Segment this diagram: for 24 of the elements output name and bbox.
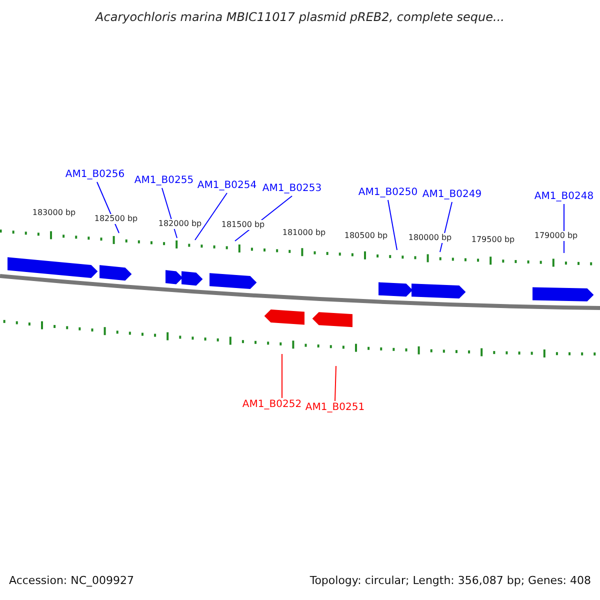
tick-label: 181500 bp xyxy=(221,220,265,230)
gene-label: AM1_B0252 xyxy=(242,398,302,412)
tick-label: 179000 bp xyxy=(534,231,578,241)
tick-label: 182500 bp xyxy=(94,214,138,224)
tick-label: 181000 bp xyxy=(282,228,326,238)
footer-text: Accession: NC_009927 xyxy=(9,574,134,588)
leader-line xyxy=(194,192,228,240)
gene-label: AM1_B0248 xyxy=(534,190,594,204)
tick-label: 183000 bp xyxy=(32,208,76,218)
tick-label: 180000 bp xyxy=(408,233,452,243)
gene-label: AM1_B0254 xyxy=(197,179,257,193)
gene-label: AM1_B0253 xyxy=(262,182,322,196)
gene-label: AM1_B0256 xyxy=(65,168,125,182)
title-text: Acaryochloris marina MBIC11017 plasmid pREB2, complete seque... xyxy=(96,10,504,24)
tick-label: 182000 bp xyxy=(158,219,202,229)
gene-label: AM1_B0255 xyxy=(134,174,194,188)
leader-line xyxy=(388,200,398,250)
tick-label: 179500 bp xyxy=(471,235,515,245)
gene-label: AM1_B0251 xyxy=(305,401,365,415)
gene-label: AM1_B0250 xyxy=(358,186,418,200)
gene-label: AM1_B0249 xyxy=(422,188,482,202)
footer-text: Topology: circular; Length: 356,087 bp; Genes: 408 xyxy=(310,574,591,588)
leader-line xyxy=(334,366,336,402)
tick-label: 180500 bp xyxy=(344,231,388,241)
